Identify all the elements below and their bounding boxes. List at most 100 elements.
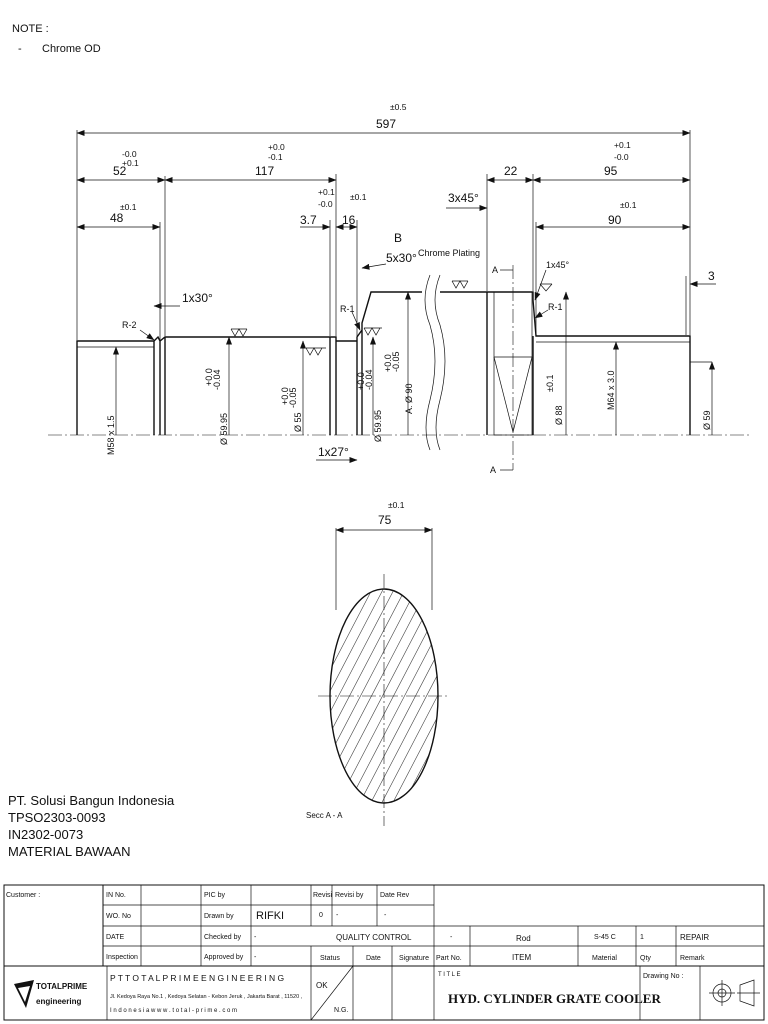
- label-ok: OK: [316, 981, 328, 990]
- value-approved-by: -: [254, 954, 257, 961]
- dim-dia5995-a-tol-lower: -0.04: [212, 369, 222, 390]
- value-part-no: -: [450, 934, 453, 941]
- hatch-line: [330, 589, 438, 803]
- hatch-line: [330, 589, 345, 803]
- hatch-line: [432, 589, 438, 803]
- company-website: I n d o n e s i a w w w . t o t a l - p …: [110, 1008, 237, 1014]
- dim-5x30: 5x30°: [386, 251, 417, 265]
- value-item: Rod: [516, 934, 531, 943]
- hatch-line: [388, 589, 438, 803]
- label-drawn-by: Drawn by: [204, 913, 234, 920]
- hatch-line: [103, 580, 223, 810]
- dim-3: 3: [708, 269, 715, 283]
- dim-48-tol: ±0.1: [120, 202, 137, 212]
- section-marker-a-bottom: A: [490, 465, 496, 475]
- customer-in: IN2302-0073: [8, 827, 83, 842]
- dim-m58: M58 x 1.5: [106, 415, 116, 455]
- customer-tpso: TPSO2303-0093: [8, 810, 106, 825]
- leader-r1-right: [534, 309, 549, 319]
- hatch-line: [330, 589, 378, 803]
- label-drawing-no: Drawing No :: [643, 973, 684, 980]
- hatch-line: [333, 589, 438, 803]
- dim-dia88-tol: ±0.1: [545, 375, 555, 392]
- hatch-line: [330, 589, 411, 803]
- hatch-line: [455, 580, 575, 810]
- hatch-line: [92, 580, 212, 810]
- label-r1-left: R-1: [340, 304, 355, 314]
- hatch-line: [399, 589, 438, 803]
- logo-text-bottom: engineering: [36, 997, 81, 1006]
- label-pic-by: PIC by: [204, 892, 226, 899]
- label-r1-right: R-1: [548, 302, 563, 312]
- dim-3x45: 3x45°: [448, 191, 479, 205]
- label-material: Material: [592, 955, 617, 962]
- hatch-line: [355, 589, 438, 803]
- title-block-frame: [3, 884, 765, 1021]
- extension-lines: [76, 130, 691, 340]
- dimension-labels: ±0.5 597 -0.0 +0.1 52 +0.0 -0.1 117 ±0.1…: [106, 102, 715, 475]
- dim-dia5995-b: Ø 59.95: [373, 410, 383, 442]
- label-item: ITEM: [512, 953, 531, 962]
- label-quality-control: QUALITY CONTROL: [336, 933, 412, 942]
- customer-name: PT. Solusi Bangun Indonesia: [8, 793, 175, 808]
- value-remark: REPAIR: [680, 933, 709, 942]
- label-wo-no: WO. No: [106, 913, 131, 920]
- dim-117: 117: [255, 164, 274, 178]
- dim-dia5995-a-tol-upper: +0.0: [204, 368, 214, 386]
- dim-m64: M64 x 3.0: [606, 370, 616, 410]
- dimension-lines: [76, 130, 716, 471]
- drawing-title: HYD. CYLINDER GRATE COOLER: [448, 991, 661, 1006]
- dim-90-tol: ±0.1: [620, 200, 637, 210]
- dim-dia90-tol-upper: +0.0: [383, 354, 393, 372]
- dim-overall-tol: ±0.5: [390, 102, 407, 112]
- dim-90: 90: [608, 213, 622, 227]
- dim-dia5995-b-tol-lower: -0.04: [364, 369, 374, 390]
- dim-dia55: Ø 55: [293, 412, 303, 432]
- hatch-line: [147, 580, 267, 810]
- dim-dia90: A. Ø 90: [404, 383, 414, 414]
- hatch-line: [344, 589, 438, 803]
- dim-117-tol-lower: -0.1: [268, 152, 283, 162]
- hatch-line: [180, 580, 300, 810]
- label-inspection: Inspection: [106, 954, 138, 961]
- label-customer: Customer :: [6, 892, 40, 899]
- dim-dia59: Ø 59: [702, 410, 712, 430]
- dim-22: 22: [504, 164, 518, 178]
- dim-dia90-tol-lower: -0.05: [391, 351, 401, 372]
- hatch-line: [366, 589, 438, 803]
- label-title: T I T L E: [438, 972, 460, 978]
- section-label: Secc A - A: [306, 811, 343, 820]
- hatch-line: [81, 580, 201, 810]
- dim-line-5x30: [361, 263, 387, 270]
- hatch-line: [477, 580, 597, 810]
- label-chrome-plating: Chrome Plating: [418, 248, 480, 258]
- hatch-line: [330, 589, 400, 803]
- dim-3-7: 3.7: [300, 213, 317, 227]
- section-view: ±0.1 75 Secc A - A: [70, 500, 597, 826]
- label-checked-by: Checked by: [204, 934, 241, 941]
- break-line-left: [424, 274, 436, 451]
- hatch-line: [330, 589, 356, 803]
- hatch-line: [466, 580, 586, 810]
- hatch-line: [330, 589, 422, 803]
- hatch-line: [191, 580, 311, 810]
- label-part-no: Part No.: [436, 955, 462, 962]
- company-name: P T T O T A L P R I M E E N G I N E E R …: [110, 973, 284, 983]
- hatch-line: [202, 580, 322, 810]
- hatch-line: [136, 580, 256, 810]
- dim-dia5995-b-tol-upper: +0.0: [356, 372, 366, 390]
- dim-1x45: 1x45°: [546, 260, 570, 270]
- dim-line-1x45: [534, 269, 547, 301]
- dim-117-tol-upper: +0.0: [268, 142, 285, 152]
- label-date: DATE: [106, 934, 124, 941]
- hatch-line: [377, 589, 438, 803]
- section-hatching: [70, 580, 597, 810]
- hatch-line: [410, 589, 438, 803]
- value-revisi-by: -: [336, 912, 339, 919]
- label-b: B: [394, 231, 402, 245]
- hatch-line: [70, 580, 190, 810]
- hatch-line: [158, 580, 278, 810]
- hatch-line: [330, 589, 334, 803]
- hatch-line: [114, 580, 234, 810]
